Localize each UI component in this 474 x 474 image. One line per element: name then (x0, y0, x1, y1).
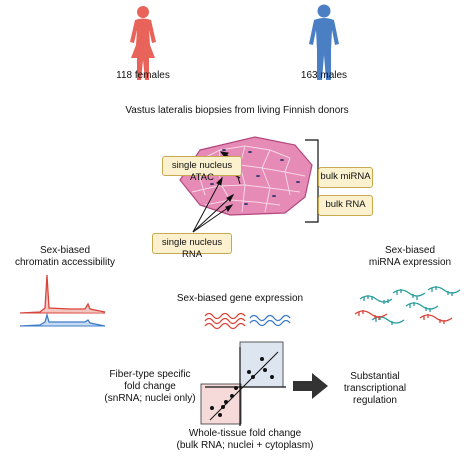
conclusion-line1: Substantial (350, 371, 400, 382)
y-label-line2: fold change (124, 381, 176, 392)
biopsy-caption: Vastus lateralis biopsies from living Fi… (125, 105, 349, 116)
gene-expression-waves (204, 312, 291, 330)
conclusion-line2: transcriptional (343, 383, 407, 394)
sn-atac-box: single nucleus ATAC (162, 156, 242, 183)
females-label: 118 females (116, 70, 170, 81)
chromatin-peaks-plot (19, 274, 106, 327)
conclusion-arrow (293, 373, 328, 399)
sn-rna-box: single nucleus RNA (152, 233, 232, 260)
gene-expression-caption: Sex-biased gene expression (176, 293, 304, 304)
chromatin-caption-line2: chromatin accessibility (14, 257, 116, 268)
female-figure-icon (130, 6, 156, 80)
male-figure-icon (309, 4, 339, 80)
conclusion-line3: regulation (353, 395, 397, 406)
y-label-line3: (snRNA; nuclei only) (104, 393, 196, 404)
mirna-hairpins (354, 286, 461, 325)
males-label: 163 males (300, 70, 348, 81)
regulation-scatter-plot (200, 341, 286, 426)
bulk-rna-box: bulk RNA (318, 195, 373, 216)
x-label-line1: Whole-tissue fold change (188, 428, 302, 439)
mirna-caption-line2: miRNA expression (368, 257, 452, 268)
chromatin-caption-line1: Sex-biased (39, 245, 91, 256)
bulk-mirna-box: bulk miRNA (318, 167, 373, 188)
x-label-line2: (bulk RNA; nuclei + cytoplasm) (176, 440, 314, 451)
mirna-caption-line1: Sex-biased (384, 245, 436, 256)
y-label-line1: Fiber-type specific (109, 369, 191, 380)
